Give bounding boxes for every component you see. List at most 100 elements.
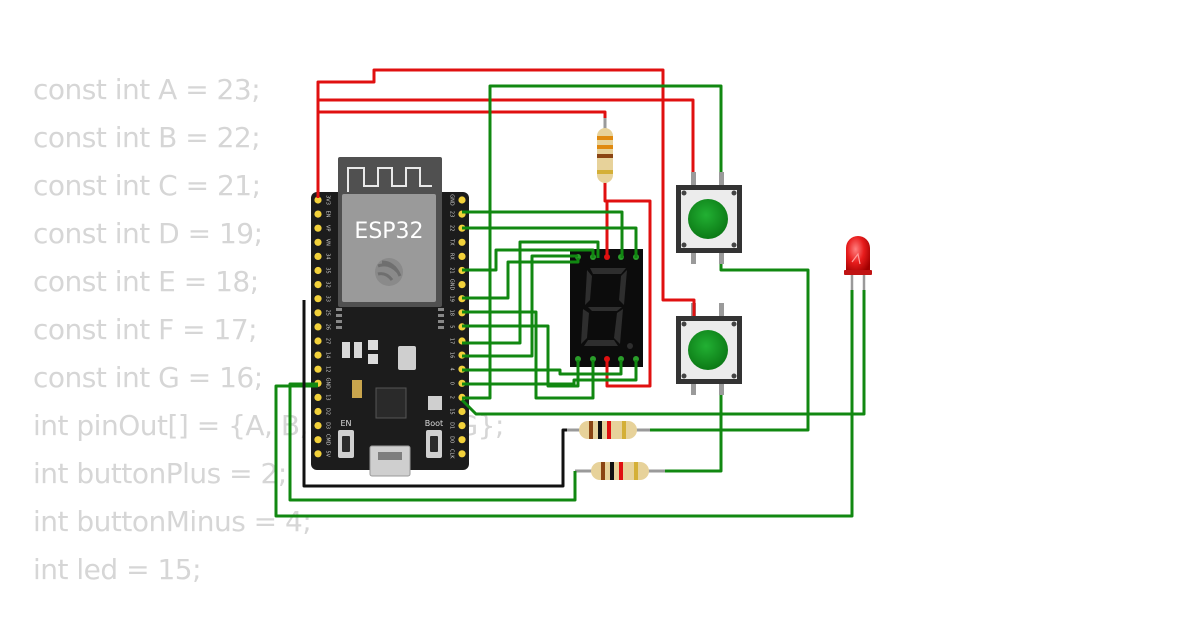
left-pin-label: 26	[325, 324, 331, 330]
right-pin-label: 21	[449, 267, 455, 273]
left-pin-label: 33	[325, 296, 331, 302]
right-pin[interactable]	[458, 238, 466, 246]
left-pin[interactable]	[314, 196, 322, 204]
left-pin[interactable]	[314, 309, 322, 317]
pushbutton-top[interactable]	[676, 172, 742, 264]
wire-green	[462, 84, 723, 400]
smd-component	[352, 380, 362, 398]
left-pin[interactable]	[314, 266, 322, 275]
right-pin-label: 23	[449, 211, 455, 217]
left-pin-label: 5V	[325, 450, 331, 457]
right-pin[interactable]	[458, 436, 466, 444]
left-pin[interactable]	[314, 407, 322, 416]
right-pin-label: CLK	[449, 449, 455, 459]
left-pin-label: 3V3	[325, 195, 331, 205]
left-pin[interactable]	[314, 210, 322, 218]
wire-red	[603, 183, 652, 388]
usb-slot	[378, 452, 402, 460]
right-pin-label: 0	[449, 382, 455, 385]
wires	[274, 68, 866, 518]
left-pin-label: D3	[325, 422, 331, 429]
wire-green	[462, 210, 624, 258]
micro-usb-port	[369, 445, 411, 477]
module-pads	[336, 308, 444, 329]
left-pin-label: 13	[325, 394, 331, 400]
right-pin[interactable]	[458, 407, 466, 416]
left-pin-label: CMD	[325, 434, 331, 446]
left-pin[interactable]	[314, 422, 322, 430]
left-pin-label: VP	[325, 225, 331, 231]
shield-can	[342, 194, 436, 302]
wire-green	[462, 360, 638, 386]
regulator-ic	[398, 346, 416, 370]
left-pin[interactable]	[314, 224, 322, 232]
left-pin-label: 27	[325, 338, 331, 344]
right-pin[interactable]	[458, 450, 466, 458]
left-pin[interactable]	[314, 365, 322, 373]
left-pin-label: EN	[325, 211, 331, 218]
smd-component	[342, 342, 350, 358]
code-line: int buttonMinus = 4;	[33, 505, 312, 538]
code-line: const int F = 17;	[33, 313, 258, 346]
smd-component	[354, 342, 362, 358]
left-pin-label: 34	[325, 253, 331, 259]
right-pin-label: 4	[449, 368, 455, 371]
left-pin[interactable]	[314, 295, 322, 303]
regulator	[368, 354, 378, 364]
left-pin[interactable]	[314, 252, 322, 260]
left-pin[interactable]	[314, 393, 322, 401]
right-pin-label: GND	[449, 279, 455, 291]
en-button-cap	[342, 436, 350, 452]
left-pin-label: 35	[325, 267, 331, 273]
left-pin[interactable]	[314, 351, 322, 359]
button-cap-icon	[688, 199, 728, 239]
wire-green	[462, 248, 595, 272]
code-line: const int E = 18;	[33, 265, 259, 298]
left-pin[interactable]	[314, 450, 322, 458]
resistor-top	[565, 421, 650, 439]
right-pin[interactable]	[458, 252, 466, 260]
code-line: const int D = 19;	[33, 217, 263, 250]
wire-red	[316, 68, 696, 316]
left-pin[interactable]	[314, 238, 322, 246]
left-pin-label: 14	[325, 352, 331, 358]
right-pin[interactable]	[458, 281, 466, 289]
boot-label: Boot	[425, 419, 443, 428]
boot-button-cap	[430, 436, 438, 452]
seven-segment-display[interactable]	[570, 249, 643, 367]
chip-label: ESP32	[354, 219, 423, 244]
code-line: const int B = 22;	[33, 121, 261, 154]
left-pin[interactable]	[314, 281, 322, 289]
decimal-point	[627, 343, 633, 349]
code-line: const int A = 23;	[33, 73, 261, 106]
right-pin[interactable]	[458, 196, 466, 204]
right-pin-label: 5	[449, 325, 455, 328]
right-pin-label: D0	[449, 436, 455, 443]
espressif-logo-icon	[375, 258, 403, 286]
left-pin-header: 3V3ENVPVN343532332526271412GND13D2D3CMD5…	[314, 195, 331, 458]
code-line: int led = 15;	[33, 553, 202, 586]
pushbutton-bottom[interactable]	[676, 303, 742, 395]
wire-green	[288, 382, 577, 502]
right-pin-label: 19	[449, 296, 455, 302]
button-cap-icon	[688, 330, 728, 370]
usb-uart-chip	[375, 387, 407, 419]
red-led[interactable]	[844, 236, 872, 290]
right-pin-label: 16	[449, 352, 455, 358]
right-pin[interactable]	[458, 422, 466, 430]
left-pin[interactable]	[314, 337, 322, 345]
smd-component	[428, 396, 442, 410]
right-pin-label: 18	[449, 310, 455, 316]
wire-green	[462, 226, 638, 258]
code-line: const int C = 21;	[33, 169, 261, 202]
left-pin[interactable]	[314, 436, 322, 444]
right-pin-label: D1	[449, 422, 455, 429]
right-pin-label: RX	[449, 253, 455, 260]
wire-green	[650, 264, 810, 432]
left-pin[interactable]	[314, 323, 322, 331]
code-line: int buttonPlus = 2;	[33, 457, 287, 490]
left-pin-label: VN	[325, 239, 331, 246]
regulator	[368, 340, 378, 350]
